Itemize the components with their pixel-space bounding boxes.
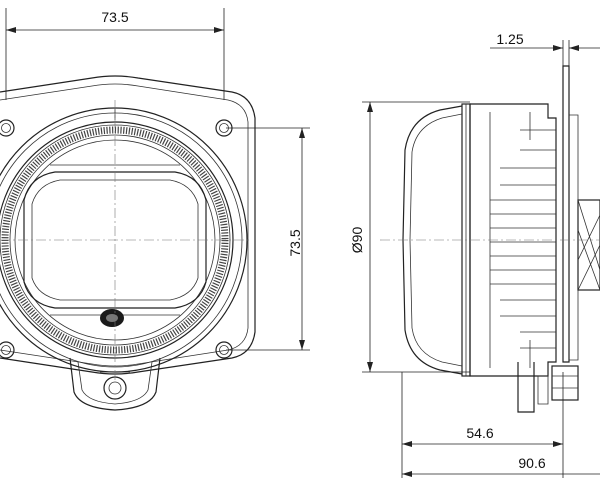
mounting-hole-bottom-right: [215, 341, 233, 359]
depth-dimension-total: 90.6: [402, 455, 600, 477]
heatsink-body: [469, 103, 557, 377]
plate-thickness-dimension: 1.25: [490, 31, 600, 68]
rear-connector: [577, 199, 600, 291]
height-dimension: 73.5: [226, 127, 310, 351]
mounting-hole-top-right: [215, 119, 233, 137]
diameter-dimension: Ø90: [349, 101, 470, 373]
depth-dimension-short: 54.6: [401, 372, 564, 478]
bottom-connector: [517, 362, 579, 413]
flange-inner-edge: [0, 83, 249, 367]
mounting-plate: [562, 65, 570, 363]
front-view: 73.5 73.5: [0, 8, 310, 411]
mounting-hole-top-left: [0, 119, 15, 137]
width-dimension-label: 73.5: [101, 9, 128, 25]
mounting-hole-bottom-left: [0, 341, 15, 359]
height-dimension-label: 73.5: [287, 229, 303, 256]
lens-window-inner: [31, 179, 199, 301]
width-dimension: 73.5: [5, 8, 225, 100]
depth-short-label: 54.6: [466, 425, 493, 441]
depth-total-label: 90.6: [518, 455, 545, 471]
plate-thickness-label: 1.25: [496, 31, 523, 47]
logo-badge: [100, 309, 124, 327]
diameter-dimension-label: Ø90: [349, 227, 365, 254]
side-view: Ø90 1.25 54.6 90.6: [349, 31, 600, 478]
mounting-flange: [0, 75, 256, 375]
lens-window: [23, 171, 207, 309]
